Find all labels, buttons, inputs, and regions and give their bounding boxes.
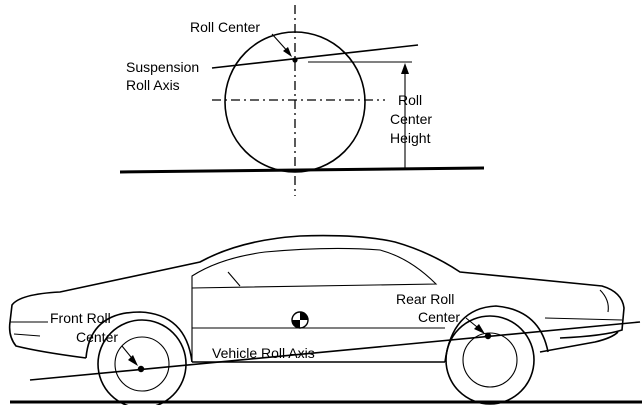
rear-wheel-arch (444, 305, 549, 363)
front-roll-center-label-line1: Front Roll (50, 310, 111, 326)
rear-tire (445, 315, 535, 405)
roll-center-height-label-line2: Center (390, 111, 432, 127)
front-roll-center-arrowhead (128, 355, 138, 366)
car-body-outline (8, 234, 625, 363)
roll-center-height-label-line3: Height (390, 130, 431, 146)
tire-circle (224, 31, 366, 173)
front-rim (114, 336, 170, 392)
car-mirror (227, 271, 241, 287)
front-roll-center-point (137, 365, 145, 373)
roll-center-height-arrowhead (401, 63, 409, 74)
front-wheel-arch (85, 311, 193, 363)
suspension-roll-axis-label-line1: Suspension (126, 59, 199, 75)
vehicle-roll-axis-line (29, 321, 641, 381)
car-side-view: Front Roll Center Rear Roll Center Vehic… (8, 234, 642, 405)
roll-center-arrowhead (283, 47, 292, 57)
car-window (191, 247, 438, 289)
rear-roll-center-label-line1: Rear Roll (396, 291, 454, 307)
roll-center-label: Roll Center (190, 19, 260, 35)
center-of-gravity-icon (291, 311, 309, 329)
wheel-front-view: Roll Center Suspension Roll Axis Roll Ce… (119, 5, 485, 196)
rear-roll-center-label-line2: Center (418, 309, 460, 325)
suspension-roll-axis-label-line2: Roll Axis (126, 77, 180, 93)
vehicle-roll-axis-label: Vehicle Roll Axis (212, 345, 315, 361)
rear-light (599, 289, 609, 313)
front-tire (97, 319, 187, 405)
rear-rim (462, 332, 518, 388)
rear-bumper (544, 317, 623, 321)
rear-roll-center-point (484, 332, 492, 340)
top-ground-line (119, 166, 485, 174)
front-roll-center-label-line2: Center (76, 329, 118, 345)
roll-center-point (292, 57, 298, 63)
rear-roll-center-arrowhead (474, 324, 485, 334)
roll-center-height-label-line1: Roll (398, 92, 422, 108)
suspension-roll-axis-line (211, 44, 419, 69)
front-bumper (10, 321, 48, 337)
